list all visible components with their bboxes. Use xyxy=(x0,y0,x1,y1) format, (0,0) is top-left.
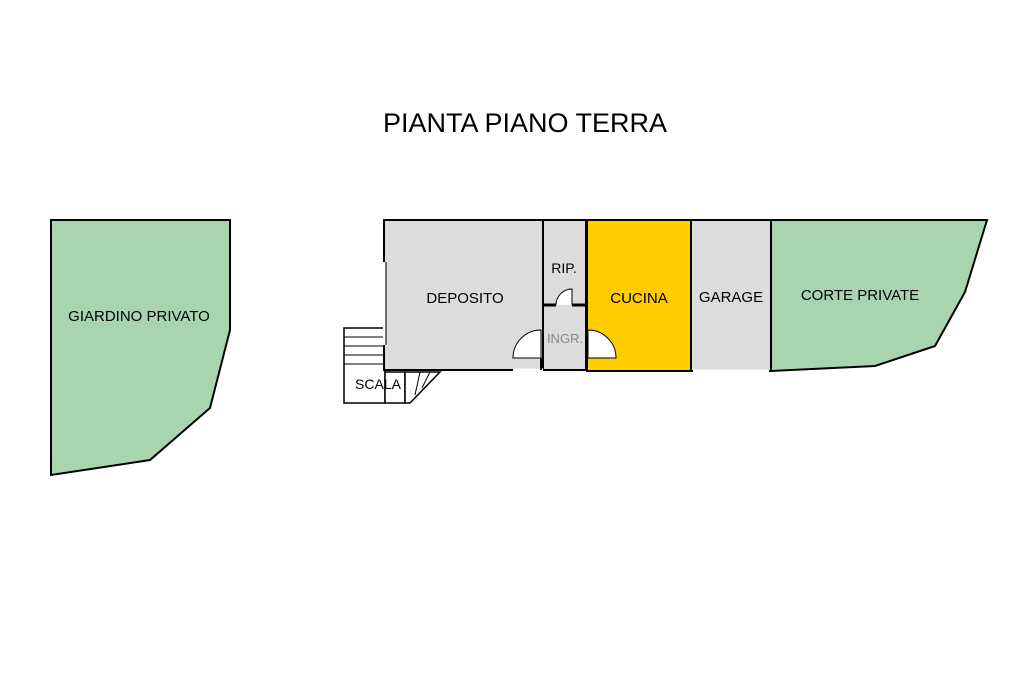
plan-title: PIANTA PIANO TERRA xyxy=(383,108,667,138)
giardino-privato-label: GIARDINO PRIVATO xyxy=(68,308,210,325)
ripostiglio-label: RIP. xyxy=(551,260,576,276)
rip-door-swing xyxy=(555,288,573,306)
giardino-privato-area xyxy=(50,219,231,477)
deposito-label: DEPOSITO xyxy=(426,290,503,307)
cucina-label: CUCINA xyxy=(610,290,668,307)
corte-privata-area xyxy=(770,219,989,373)
corte-privata-label: CORTE PRIVATE xyxy=(801,287,919,304)
ingresso-door-swing-left xyxy=(512,329,542,359)
garage-label: GARAGE xyxy=(699,289,763,306)
scala-stair xyxy=(343,327,442,404)
ingresso-label: INGR. xyxy=(547,331,583,346)
scala-label: SCALA xyxy=(355,376,402,392)
garage-room xyxy=(690,219,772,372)
